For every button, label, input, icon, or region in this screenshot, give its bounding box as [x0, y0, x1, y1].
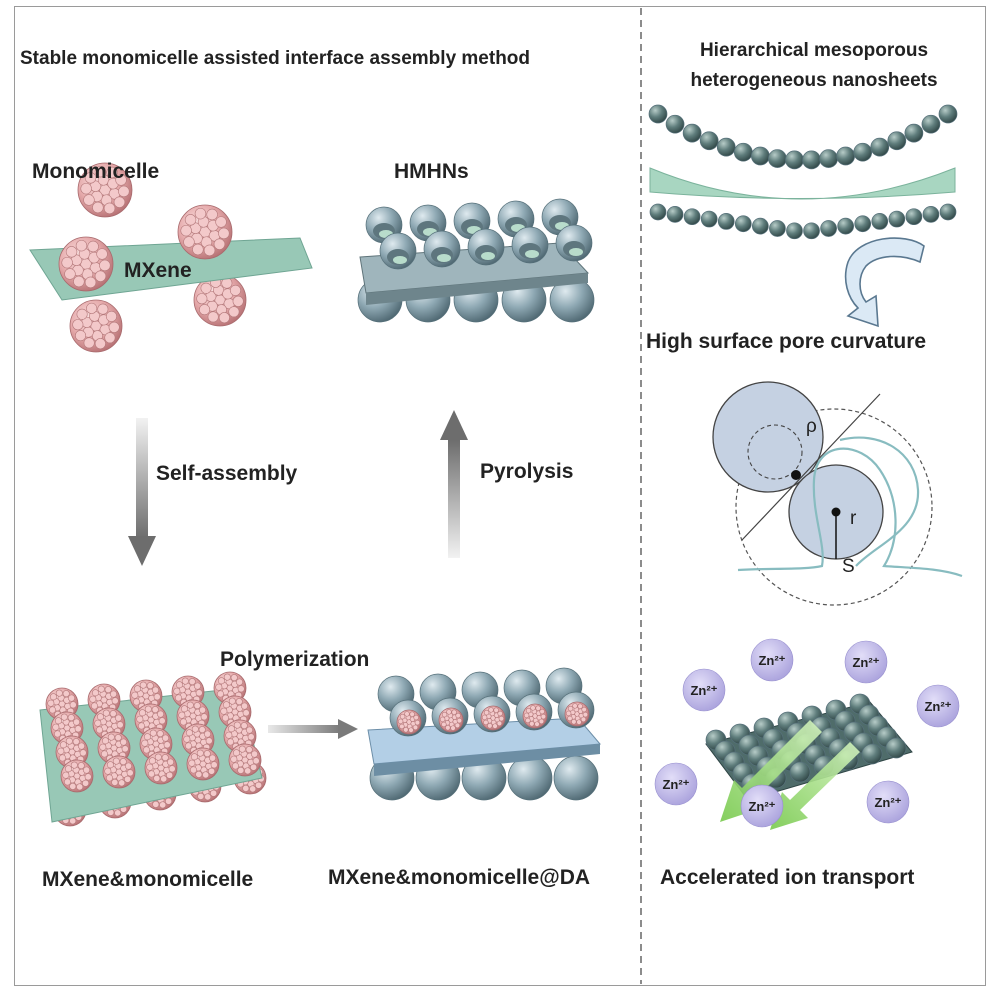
self-assembly-arrow — [128, 418, 156, 566]
zinc-ion-label: Zn²⁺ — [874, 795, 901, 810]
surface-profile — [737, 447, 963, 578]
encapsulated-micelle — [396, 709, 422, 735]
micelle — [58, 236, 114, 292]
micelle — [77, 162, 133, 218]
encapsulated-micelle — [438, 707, 464, 733]
encapsulated-micelle — [564, 701, 590, 727]
zinc-ions: Zn²⁺ Zn²⁺ Zn²⁺ Zn²⁺ Zn²⁺ Zn²⁺ Zn²⁺ — [654, 638, 960, 828]
s-symbol: S — [842, 556, 855, 577]
micelle — [186, 747, 220, 781]
micelle — [69, 299, 123, 353]
mxene-monomicelle-illustration — [39, 671, 267, 827]
curvature-label: High surface pore curvature — [646, 330, 927, 353]
encapsulated-micelle — [480, 705, 506, 731]
micelles-above-sheet — [58, 162, 233, 292]
polymerization-label: Polymerization — [220, 648, 370, 671]
hmhns-illustration — [357, 198, 595, 323]
pyrolysis-arrow — [440, 410, 468, 558]
left-panel-header: Stable monomicelle assisted interface as… — [20, 48, 531, 69]
r-symbol: r — [850, 508, 857, 529]
contact-point — [791, 470, 801, 480]
micelle — [60, 759, 94, 793]
curved-arrow — [844, 237, 925, 328]
zinc-ion: Zn²⁺ — [916, 684, 960, 728]
hmhns-label: HMHNs — [394, 160, 469, 183]
right-panel-header-line2: heterogeneous nanosheets — [690, 70, 938, 91]
zinc-ion: Zn²⁺ — [654, 762, 698, 806]
mxene-monomicelle-da-label: MXene&monomicelle@DA — [328, 866, 591, 889]
zinc-ion-label: Zn²⁺ — [690, 683, 717, 698]
pyrolysis-label: Pyrolysis — [480, 460, 574, 483]
micelles-below-sheet — [69, 273, 247, 353]
zinc-ion: Zn²⁺ — [866, 780, 910, 824]
rho-symbol: ρ — [806, 416, 817, 437]
curvature-diagram — [712, 381, 963, 606]
monomicelle-label: Monomicelle — [32, 160, 160, 183]
zinc-ion-label: Zn²⁺ — [924, 699, 951, 714]
monomicelle-mxene-illustration — [29, 162, 313, 353]
right-panel-header-line1: Hierarchical mesoporous — [699, 40, 929, 61]
zinc-ion: Zn²⁺ — [844, 640, 888, 684]
polymerization-arrow — [268, 719, 358, 739]
micelle — [181, 723, 215, 757]
micelle — [102, 755, 136, 789]
encapsulated-micelle — [522, 703, 548, 729]
micelle — [228, 743, 262, 777]
micelle — [92, 707, 126, 741]
figure-frame — [14, 6, 986, 986]
micelle — [144, 751, 178, 785]
micelle — [193, 273, 247, 327]
zinc-ion-label: Zn²⁺ — [748, 799, 775, 814]
mxene-monomicelle-da-illustration — [367, 667, 602, 801]
zinc-ion-label: Zn²⁺ — [758, 653, 785, 668]
large-pore-circle — [712, 381, 824, 493]
zinc-ion: Zn²⁺ — [750, 638, 794, 682]
micelle — [177, 204, 233, 260]
transport-label: Accelerated ion transport — [660, 866, 915, 889]
zinc-ion-label: Zn²⁺ — [662, 777, 689, 792]
zinc-ion: Zn²⁺ — [740, 784, 784, 828]
zinc-ion: Zn²⁺ — [682, 668, 726, 712]
tangent-line — [741, 393, 881, 541]
osculating-circle — [735, 408, 933, 606]
mxene-label: MXene — [124, 259, 192, 282]
mxene-monomicelle-label: MXene&monomicelle — [42, 868, 254, 891]
micelle — [129, 679, 163, 713]
hierarchical-nanosheet-illustration — [648, 104, 958, 240]
zinc-ion-label: Zn²⁺ — [852, 655, 879, 670]
self-assembly-label: Self-assembly — [156, 462, 298, 485]
